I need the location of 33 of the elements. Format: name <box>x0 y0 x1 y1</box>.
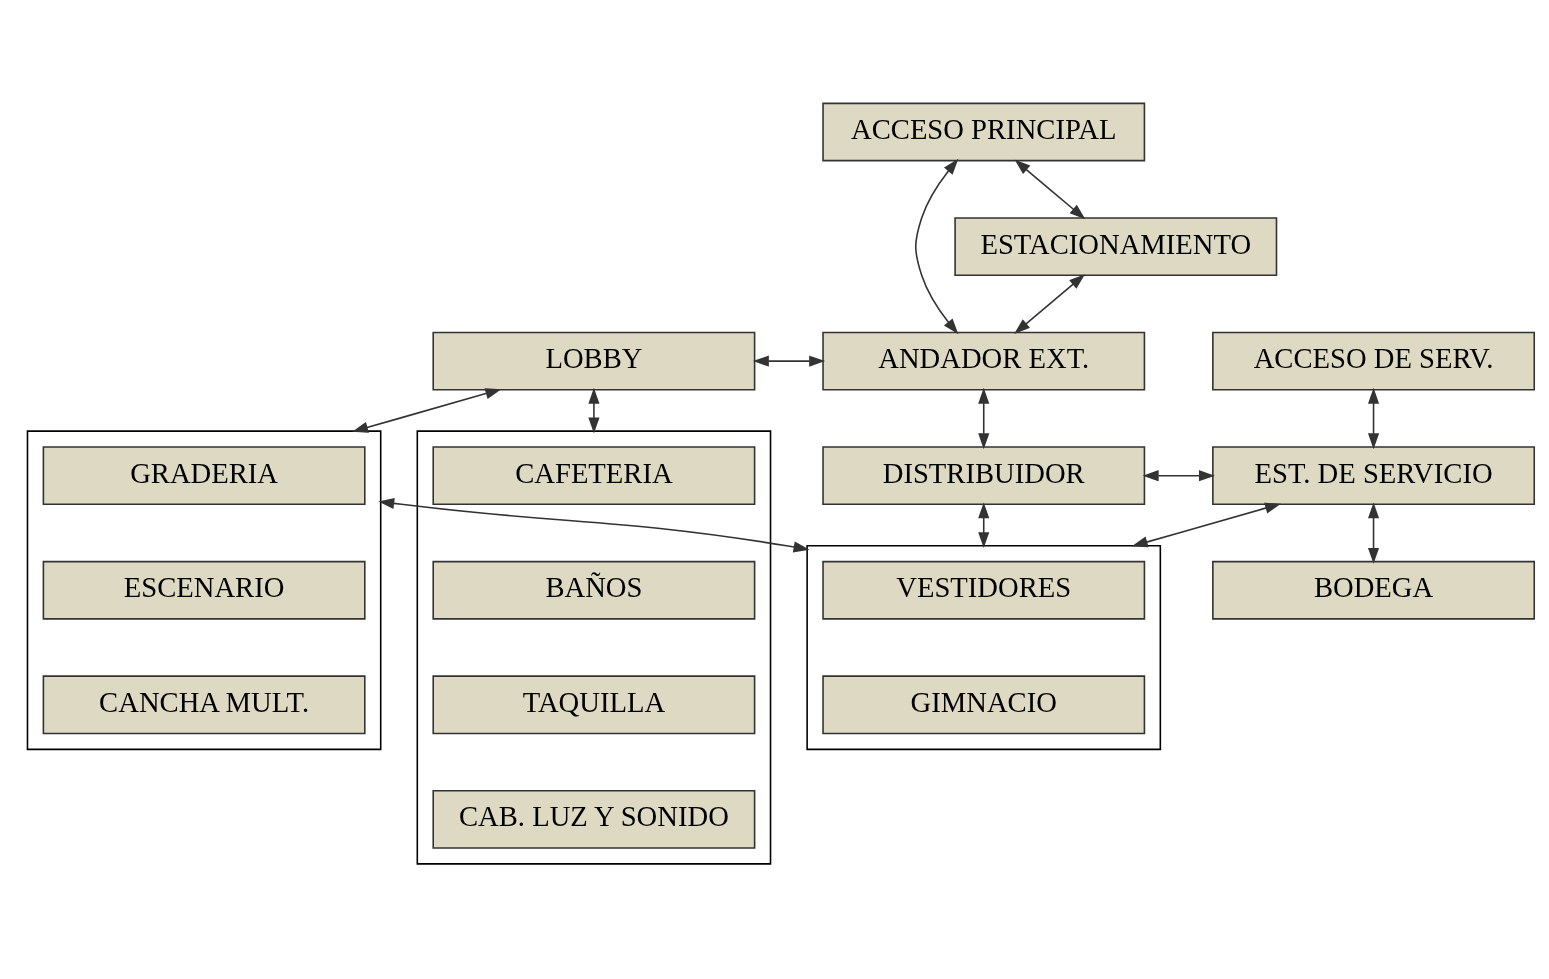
arrow <box>1367 501 1380 564</box>
arrow <box>752 355 826 367</box>
node-box: GRADERIA <box>42 445 366 505</box>
cluster <box>806 544 1162 750</box>
arrow <box>1131 502 1281 547</box>
cluster <box>416 429 772 865</box>
node-box: GIMNACIO <box>822 674 1146 734</box>
arrow <box>978 501 990 548</box>
cluster <box>26 429 382 750</box>
arrow <box>352 387 502 433</box>
arrow <box>914 158 959 334</box>
arrow <box>1014 273 1085 334</box>
node-box: ACCESO DE SERV. <box>1212 331 1536 391</box>
arrow <box>1367 387 1380 449</box>
node-box: ESTACIONAMIENTO <box>954 216 1278 276</box>
node-box: TAQUILLA <box>432 674 756 734</box>
node-box: ESCENARIO <box>42 560 366 620</box>
arrow <box>1014 159 1086 219</box>
node-box: BODEGA <box>1212 560 1536 620</box>
node-box: CAFETERIA <box>432 445 756 505</box>
arrow <box>978 387 990 449</box>
node-box: LOBBY <box>432 331 756 391</box>
node-box: BAÑOS <box>432 560 756 620</box>
arrow <box>588 387 600 434</box>
node-box: CAB. LUZ Y SONIDO <box>432 789 756 849</box>
arrow <box>378 497 810 552</box>
arrow <box>1142 469 1215 481</box>
node-box: CANCHA MULT. <box>42 674 366 734</box>
node-box: DISTRIBUIDOR <box>822 445 1146 505</box>
node-box: ACCESO PRINCIPAL <box>822 102 1146 161</box>
node-box: ANDADOR EXT. <box>822 331 1146 391</box>
node-box: EST. DE SERVICIO <box>1212 445 1536 505</box>
node-box: VESTIDORES <box>822 560 1146 620</box>
